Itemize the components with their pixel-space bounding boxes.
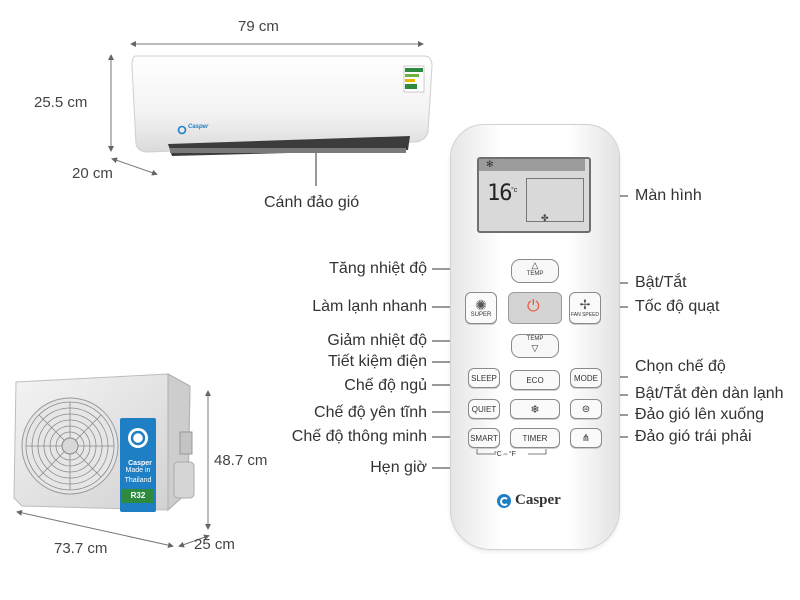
casper-logo-icon <box>497 494 511 508</box>
outdoor-brand-logo: Casper <box>128 460 152 467</box>
outdoor-width-label: 73.7 cm <box>54 540 108 557</box>
light-button[interactable]: ❄ <box>510 399 560 419</box>
fan-icon: ✢ <box>579 297 591 312</box>
mode-button[interactable]: MODE <box>570 368 602 388</box>
power-button[interactable]: ⏻ <box>508 292 562 324</box>
callout-swing-vertical: Đảo gió lên xuống <box>635 406 764 423</box>
temp-down-label: TEMP <box>526 336 544 342</box>
swing-vertical-icon: ⊜ <box>581 403 591 415</box>
smart-label: SMART <box>470 433 498 443</box>
callout-light: Bật/Tắt đèn dàn lạnh <box>635 385 784 402</box>
callout-quick-cool: Làm lạnh nhanh <box>312 298 427 315</box>
indoor-height-label: 25.5 cm <box>34 94 88 111</box>
callout-swing-horizontal: Đảo gió trái phải <box>635 428 752 445</box>
lcd-temperature: 16 <box>487 181 512 206</box>
swirl-icon: ✺ <box>475 297 487 313</box>
temp-up-label: TEMP <box>526 271 544 277</box>
outdoor-made-in: Made in <box>125 467 151 474</box>
callout-power: Bật/Tắt <box>635 274 687 291</box>
quiet-button[interactable]: QUIET <box>468 399 500 419</box>
swing-vertical-button[interactable]: ⊜ <box>570 399 602 419</box>
fan-icon: ✤ <box>541 213 549 223</box>
unit-toggle-label: °C⇔°F <box>494 451 516 458</box>
fan-speed-label: FAN SPEED <box>570 312 600 318</box>
timer-label: TIMER <box>522 433 548 443</box>
mode-label: MODE <box>574 373 598 383</box>
callout-temp-down: Giảm nhiệt độ <box>327 332 427 349</box>
super-button[interactable]: ✺ SUPER <box>465 292 497 324</box>
callout-eco: Tiết kiệm điện <box>328 353 427 370</box>
swing-horizontal-icon: ⋔ <box>581 432 591 444</box>
callout-fan-speed: Tốc độ quạt <box>635 298 720 315</box>
lcd-unit: °c <box>511 187 518 194</box>
snowflake-icon: ✻ <box>486 159 494 169</box>
snowflake-icon: ❄ <box>530 403 540 416</box>
temp-down-button[interactable]: TEMP ▽ <box>511 334 559 358</box>
smart-button[interactable]: SMART <box>468 428 500 448</box>
power-icon: ⏻ <box>527 298 540 315</box>
callout-mode: Chọn chế độ <box>635 358 726 375</box>
outdoor-height-label: 48.7 cm <box>214 452 268 469</box>
callout-quiet: Chế độ yên tĩnh <box>314 404 427 421</box>
remote-brand: Casper <box>515 492 561 508</box>
eco-label: ECO <box>526 375 544 385</box>
sleep-button[interactable]: SLEEP <box>468 368 500 388</box>
callout-timer: Hẹn giờ <box>370 459 427 476</box>
outdoor-country: Thailand <box>124 477 152 484</box>
temp-up-button[interactable]: △ TEMP <box>511 259 559 283</box>
swing-horizontal-button[interactable]: ⋔ <box>570 428 602 448</box>
sleep-label: SLEEP <box>471 373 497 383</box>
callout-smart: Chế độ thông minh <box>291 428 427 445</box>
triangle-up-icon: △ <box>531 260 539 270</box>
timer-button[interactable]: TIMER <box>510 428 560 448</box>
outdoor-unit-image <box>13 373 195 512</box>
indoor-depth-label: 20 cm <box>72 165 113 182</box>
indoor-unit-image <box>131 55 433 156</box>
callout-sleep: Chế độ ngủ <box>344 377 427 394</box>
louver-callout: Cánh đảo gió <box>264 194 360 211</box>
outdoor-depth-label: 25 cm <box>194 536 235 553</box>
unit-toggle-bracket <box>476 449 547 455</box>
triangle-down-icon: ▽ <box>531 343 539 353</box>
super-label: SUPER <box>470 312 492 318</box>
eco-button[interactable]: ECO <box>510 370 560 390</box>
fan-speed-button[interactable]: ✢ FAN SPEED <box>569 292 601 324</box>
lcd-inner-frame <box>526 178 584 222</box>
refrigerant-badge: R32 <box>130 491 146 500</box>
indoor-brand-logo: Casper <box>188 124 209 130</box>
indoor-width-label: 79 cm <box>238 18 279 35</box>
callout-screen: Màn hình <box>635 187 702 204</box>
callout-temp-up: Tăng nhiệt độ <box>329 260 427 277</box>
quiet-label: QUIET <box>471 404 497 414</box>
lcd-top-bar <box>479 159 585 171</box>
